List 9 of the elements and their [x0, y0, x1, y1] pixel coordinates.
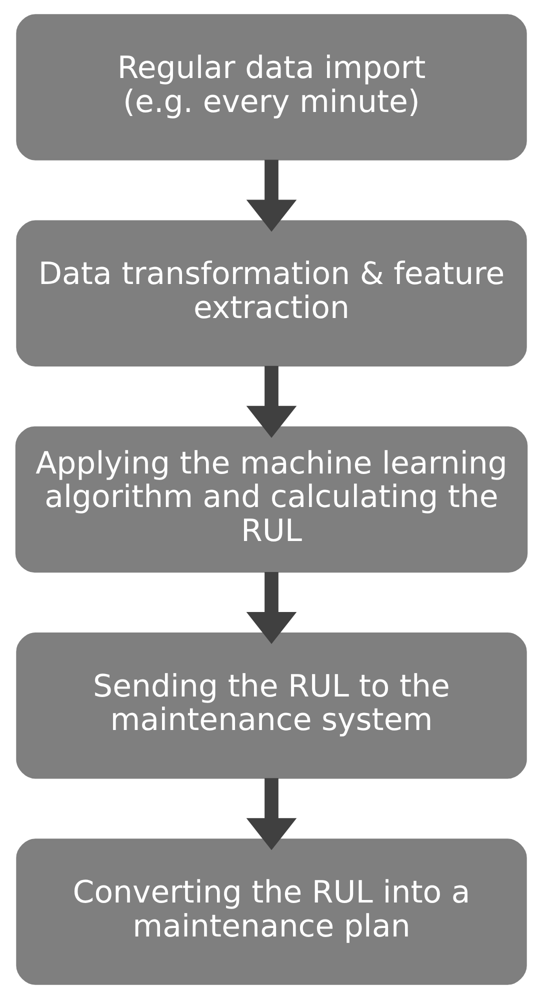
arrow	[246, 778, 296, 850]
node-box: Data transformation & feature extraction	[16, 220, 526, 366]
arrow	[246, 572, 296, 644]
node-box: Regular data import (e.g. every minute)	[16, 14, 526, 160]
node-box: Converting the RUL into a maintenance plan	[16, 838, 526, 985]
arrow	[246, 366, 296, 438]
node-box: Applying the machine learning algorithm and calculating the RUL	[14, 426, 528, 573]
node-box: Sending the RUL to the maintenance system	[16, 632, 526, 779]
arrow	[246, 160, 296, 232]
